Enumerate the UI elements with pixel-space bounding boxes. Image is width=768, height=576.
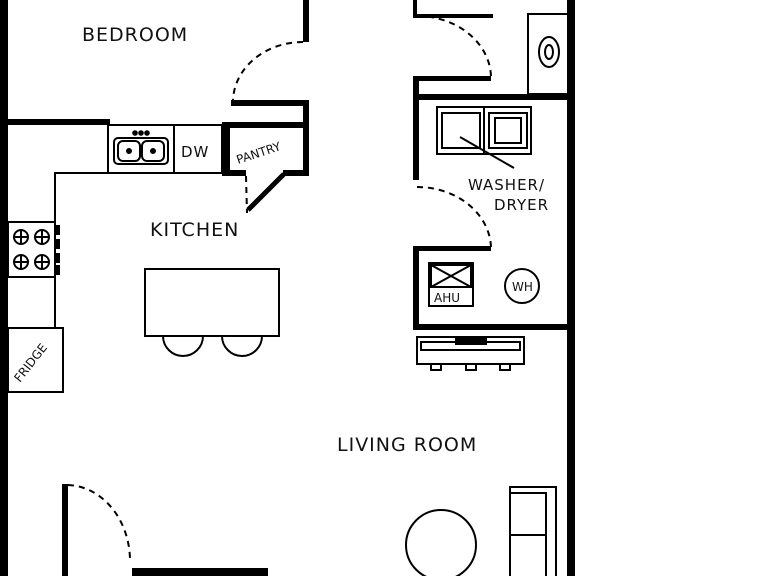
stove-icon <box>7 221 60 278</box>
wall-pantry-top <box>222 122 309 128</box>
dishwasher <box>173 124 223 174</box>
wall-pantry-right <box>303 100 309 176</box>
walls <box>0 0 575 576</box>
door-swings <box>67 15 492 561</box>
wall-bottom-center <box>132 568 268 576</box>
kitchen-island <box>144 268 280 357</box>
ahu-label: AHU <box>434 291 460 305</box>
wall-laundry-left <box>413 76 419 180</box>
living-furniture <box>405 486 557 576</box>
pantry-door-leaf <box>246 172 286 212</box>
wall-bedroom-right <box>303 0 309 42</box>
wall-utility-top <box>413 246 491 251</box>
laundry-door-swing <box>416 186 492 249</box>
kitchen-label: KITCHEN <box>150 219 239 241</box>
kitchen-sink-icon <box>113 130 169 165</box>
wall-pantry-left <box>222 122 230 176</box>
wall-bath-stub <box>413 0 417 14</box>
washer-dryer <box>436 106 532 169</box>
dw-label: DW <box>181 143 209 161</box>
fridge-label: FRIDGE <box>11 341 50 385</box>
wall-left-exterior <box>0 0 8 576</box>
tv-console <box>416 336 525 371</box>
wall-bedroom-bottom <box>0 119 110 125</box>
wall-bedroom-door-bar <box>231 100 309 106</box>
entry-door-swing <box>67 484 131 561</box>
wall-pantry-bottom-left <box>222 170 246 176</box>
wall-bath-top <box>413 14 493 18</box>
wall-pantry-bottom-right <box>283 170 309 176</box>
counter-left <box>54 172 108 328</box>
kitchen-counters <box>7 124 223 393</box>
washer-dryer-label-line1: WASHER/ <box>468 176 545 194</box>
bath-door-swing <box>416 15 492 79</box>
washer-dryer-label-line2: DRYER <box>494 196 549 214</box>
bath-sink <box>527 13 569 95</box>
wall-right-exterior <box>567 0 575 576</box>
sink-bowl-icon <box>538 36 560 68</box>
bedroom-door-swing <box>232 41 304 102</box>
bedroom-label: BEDROOM <box>82 24 188 46</box>
wall-bottom-left-stub <box>62 484 68 576</box>
sofa <box>509 486 557 576</box>
wall-laundry-top-right <box>413 94 575 100</box>
stool-left-icon <box>162 335 204 357</box>
wall-laundry-top <box>413 76 491 81</box>
stool-right-icon <box>221 335 263 357</box>
wall-utility-left <box>413 246 419 330</box>
pantry-door-swing <box>245 175 248 214</box>
utility-equipment <box>428 262 540 307</box>
living-room-label: LIVING ROOM <box>337 434 477 456</box>
pantry-label: PANTRY <box>235 139 284 167</box>
fridge <box>7 327 64 393</box>
ahu-unit <box>428 262 474 307</box>
round-table-icon <box>405 509 477 576</box>
water-heater-icon <box>504 268 540 304</box>
wall-utility-bottom <box>413 324 575 330</box>
wh-label: WH <box>512 280 533 294</box>
